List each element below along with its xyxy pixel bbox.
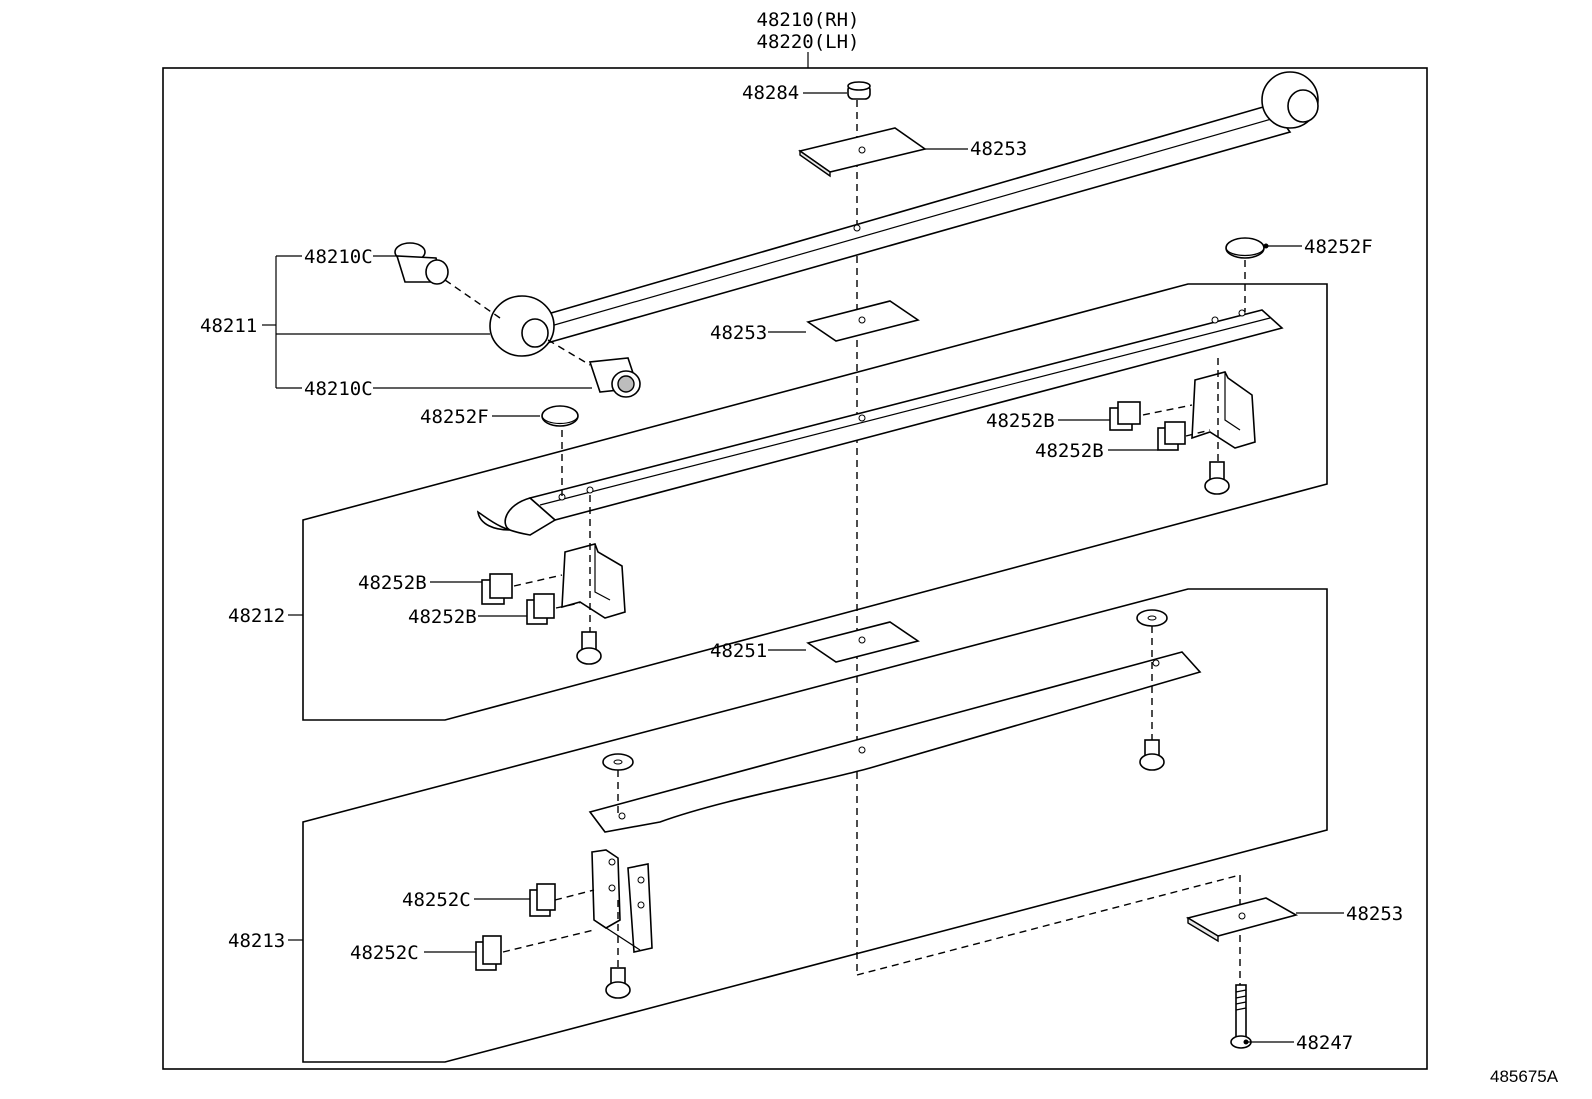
label-48211: 48211 bbox=[200, 315, 257, 337]
assembly-label-lh: 48220(LH) bbox=[757, 31, 860, 53]
label-48213: 48213 bbox=[228, 930, 285, 952]
dash-clip-left-2 bbox=[555, 602, 581, 609]
clip-bracket-left bbox=[481, 543, 626, 625]
label-48210C-lower: 48210C bbox=[304, 378, 373, 400]
bolt-lower-right bbox=[1139, 739, 1165, 771]
dash-clip-right-2 bbox=[1185, 429, 1211, 437]
washer-right bbox=[1136, 609, 1168, 627]
pad-48253-bottom bbox=[1185, 897, 1299, 943]
bolt-right bbox=[1204, 461, 1230, 495]
region-48212 bbox=[302, 283, 1328, 721]
label-48251: 48251 bbox=[710, 640, 767, 662]
bolt-48247 bbox=[1230, 984, 1252, 1049]
label-48252C-2: 48252C bbox=[350, 942, 419, 964]
bushing-upper bbox=[394, 242, 449, 285]
bushing-lower bbox=[588, 357, 641, 398]
dash-clip-left bbox=[513, 574, 563, 587]
label-48284: 48284 bbox=[742, 82, 799, 104]
label-48252C-1: 48252C bbox=[402, 889, 471, 911]
label-48252B-left-2: 48252B bbox=[408, 606, 477, 628]
label-48252F-left: 48252F bbox=[420, 406, 489, 428]
third-leaf bbox=[588, 651, 1202, 833]
clip-bracket-lower bbox=[475, 849, 653, 971]
label-48252B-left-1: 48252B bbox=[358, 572, 427, 594]
bolt-lower-left bbox=[605, 967, 631, 999]
label-48253-bottom: 48253 bbox=[1346, 903, 1403, 925]
bushing-dash-lower bbox=[547, 339, 591, 366]
main-leaf-spring bbox=[489, 71, 1319, 357]
label-48252B-right-1: 48252B bbox=[986, 410, 1055, 432]
figure-id: 485675A bbox=[1490, 1067, 1559, 1086]
washer-left bbox=[602, 753, 634, 771]
cap-48252F-right bbox=[1225, 237, 1265, 259]
label-48253-top: 48253 bbox=[970, 138, 1027, 160]
part-48284 bbox=[847, 81, 871, 100]
callout-leaders bbox=[262, 92, 1344, 1045]
region-48213 bbox=[302, 588, 1328, 1063]
label-48253-mid: 48253 bbox=[710, 322, 767, 344]
assembly-label-rh: 48210(RH) bbox=[757, 9, 860, 31]
pad-48253-top bbox=[798, 127, 927, 178]
second-leaf bbox=[476, 309, 1284, 536]
assembly-frame bbox=[162, 67, 1428, 1070]
dash-clip-lower-2 bbox=[502, 929, 595, 953]
dash-clip-right bbox=[1142, 404, 1193, 416]
bolt-left bbox=[576, 631, 602, 665]
label-48252F-right: 48252F bbox=[1304, 236, 1373, 258]
pad-48251 bbox=[806, 621, 920, 663]
bushing-dash-upper bbox=[444, 279, 501, 319]
cap-48252F-left bbox=[541, 405, 579, 427]
dash-clip-lower-1 bbox=[554, 889, 595, 901]
clip-bracket-right bbox=[1109, 371, 1256, 451]
label-48212: 48212 bbox=[228, 605, 285, 627]
label-48210C-upper: 48210C bbox=[304, 246, 373, 268]
bottom-axis-diagonal bbox=[856, 874, 1241, 976]
label-48247: 48247 bbox=[1296, 1032, 1353, 1054]
pad-48253-mid bbox=[806, 300, 920, 342]
label-48252B-right-2: 48252B bbox=[1035, 440, 1104, 462]
